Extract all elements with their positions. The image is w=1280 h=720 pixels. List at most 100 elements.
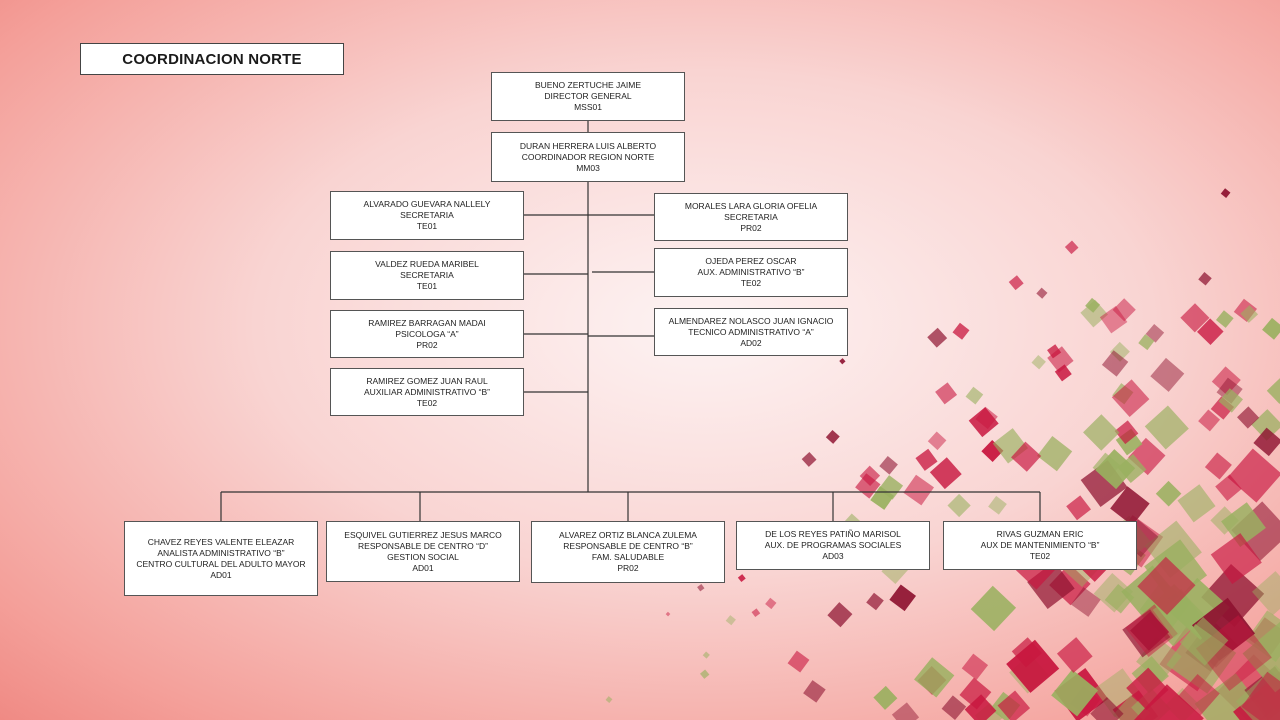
box-code: TE01 [416,221,438,231]
decorative-square [1220,188,1231,198]
decorative-square [879,456,898,475]
box-name: ALVAREZ ORTIZ BLANCA ZULEMA [559,530,697,540]
decorative-square [1114,420,1139,445]
decorative-square [1031,354,1046,370]
decorative-square [787,650,810,673]
decorative-square [1251,571,1280,616]
box-code: AD03 [822,551,844,561]
box-role: SECRETARIA [724,211,778,222]
decorative-square [1150,357,1185,392]
decorative-square [927,327,948,348]
decorative-square [941,695,967,720]
decorative-square [605,696,613,704]
decorative-square [1071,587,1101,617]
decorative-square [1085,297,1101,313]
decorative-square [1112,298,1136,322]
org-box-right-3: ALMENDAREZ NOLASCO JUAN IGNACIO TECNICO … [654,308,848,356]
decorative-square [803,680,826,703]
decorative-square [1054,364,1072,382]
decorative-square [970,585,1017,632]
box-name: RIVAS GUZMAN ERIC [996,529,1084,539]
box-role: AUXILIAR ADMINISTRATIVO “B” [364,386,490,397]
decorative-square [725,615,736,626]
decorative-square [737,574,746,583]
decorative-square [699,669,710,679]
decorative-square [952,322,970,340]
box-code: PR02 [617,563,639,573]
decorative-square [947,493,971,518]
decorative-square [1241,671,1280,720]
decorative-square [1099,305,1128,334]
org-box-coordinator: DURAN HERRERA LUIS ALBERTO COORDINADOR R… [491,132,685,182]
decorative-square [1008,275,1024,291]
box-code: PR02 [740,222,762,233]
box-code: AD01 [210,569,232,580]
decorative-square [1227,448,1280,503]
decorative-square [903,474,935,506]
box-code: TE02 [416,397,438,408]
org-box-bottom-5: RIVAS GUZMAN ERIC AUX DE MANTENIMIENTO “… [943,521,1137,570]
decorative-square [1204,452,1232,480]
box-name: ESQUIVEL GUTIERREZ JESUS MARCO [344,529,502,540]
org-box-left-2: VALDEZ RUEDA MARIBEL SECRETARIA TE01 [330,251,524,300]
box-role: TECNICO ADMINISTRATIVO “A” [688,326,814,337]
decorative-square [915,448,938,471]
box-name: OJEDA PEREZ OSCAR [705,256,797,266]
decorative-square [825,429,840,444]
decorative-square [878,475,904,500]
decorative-square [1144,520,1202,579]
decorative-square [1083,414,1120,451]
decorative-square [1242,620,1280,693]
box-unit: FAM. SALUDABLE [591,552,665,562]
box-name: MORALES LARA GLORIA OFELIA [684,200,818,211]
decorative-square [1090,697,1124,720]
decorative-square [927,431,947,451]
box-role: COORDINADOR REGION NORTE [521,151,655,162]
decorative-square [914,657,955,698]
decorative-square [765,597,777,610]
org-box-left-1: ALVARADO GUEVARA NALLELY SECRETARIA TE01 [330,191,524,240]
decorative-square [1093,572,1134,613]
box-name: RAMIREZ GOMEZ JUAN RAUL [366,375,488,386]
box-code: MSS01 [574,102,602,112]
decorative-square [1064,240,1079,255]
decorative-square [1137,556,1196,615]
decorative-square [1011,637,1042,668]
decorative-square [1104,583,1135,614]
decorative-square [1011,441,1042,472]
decorative-square [1051,669,1099,717]
box-role: RESPONSABLE DE CENTRO “D” [358,540,488,551]
decorative-square [968,407,999,438]
decorative-square [1210,533,1262,585]
decorative-square [1101,350,1129,377]
box-role: ANALISTA ADMINISTRATIVO “B” [157,547,285,558]
decorative-square [697,584,705,592]
box-code: TE02 [1029,551,1051,561]
decorative-square [1138,334,1155,351]
decorative-square [965,386,984,405]
decorative-square [751,608,761,618]
box-name: ALVARADO GUEVARA NALLELY [363,199,491,209]
box-unit: GESTION SOCIAL [387,551,459,562]
decorative-square [1218,388,1243,413]
decorative-square [1198,409,1221,432]
decorative-square [1036,287,1048,299]
decorative-square [988,495,1007,515]
org-box-right-2: OJEDA PEREZ OSCAR AUX. ADMINISTRATIVO “B… [654,248,848,297]
decorative-square [1253,427,1280,457]
decorative-square [959,677,992,710]
decorative-square [1197,318,1224,345]
decorative-square [1179,616,1229,666]
decorative-square [665,611,671,617]
decorative-square [1110,486,1150,526]
box-code: MM03 [576,162,600,173]
decorative-square [1221,502,1266,548]
decorative-square [1066,495,1091,521]
org-box-left-4: RAMIREZ GOMEZ JUAN RAUL AUXILIAR ADMINIS… [330,368,524,416]
box-code: AD01 [412,562,434,573]
decorative-square [827,602,853,628]
box-role: AUX. DE PROGRAMAS SOCIALES [764,540,902,550]
box-code: TE02 [740,278,762,288]
